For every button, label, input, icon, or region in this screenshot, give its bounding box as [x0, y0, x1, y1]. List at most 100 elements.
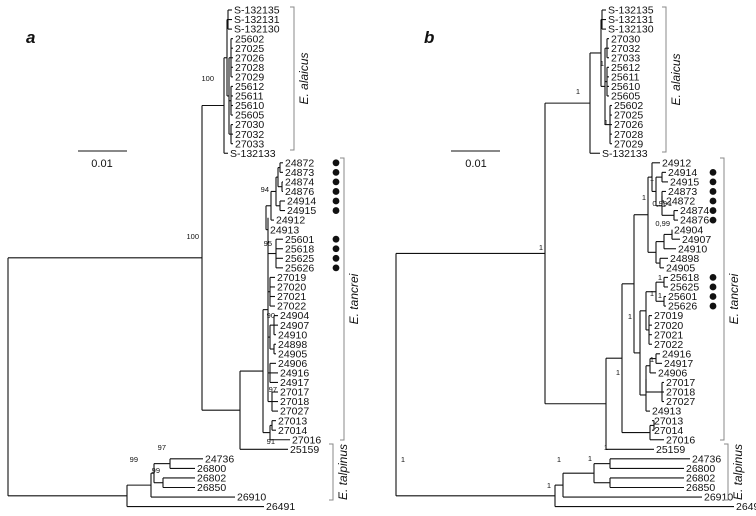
- leaf-label: 27030: [235, 119, 264, 131]
- leaf-label: 26800: [686, 463, 715, 475]
- leaf-label: 24736: [692, 453, 721, 465]
- leaf-label: 24873: [285, 167, 314, 179]
- leaf-label: S-132135: [234, 5, 280, 17]
- support-value: 1: [650, 289, 654, 298]
- marker-dot: [332, 264, 340, 272]
- leaf-label: 27021: [277, 291, 306, 303]
- leaf-label: 24915: [670, 177, 699, 189]
- leaf-label: 27029: [235, 71, 264, 83]
- leaf-label: 27022: [277, 301, 306, 313]
- marker-dot: [709, 293, 717, 300]
- leaf-label: 27014: [278, 425, 307, 437]
- support-value: 1: [401, 455, 405, 464]
- panel-label: a: [26, 28, 35, 47]
- marker-dot: [332, 168, 340, 176]
- leaf-label: 25610: [611, 81, 640, 93]
- panel-label: b: [424, 28, 434, 47]
- support-value: 1: [547, 481, 551, 490]
- leaf-label: 27033: [611, 52, 640, 64]
- leaf-label: 26802: [197, 473, 226, 485]
- marker-dot: [332, 254, 340, 262]
- marker-dot: [332, 159, 340, 167]
- leaf-label: S-132130: [608, 24, 654, 36]
- leaf-label: 27020: [277, 282, 306, 294]
- clade-bracket: [662, 6, 667, 153]
- leaf-label: 27032: [235, 129, 264, 141]
- leaf-label: 27021: [654, 329, 683, 341]
- leaf-label: 26802: [686, 473, 715, 485]
- marker-dot: [709, 216, 717, 224]
- leaf-label: 24905: [278, 348, 307, 360]
- support-value: 97: [158, 443, 166, 452]
- leaf-label: 24905: [666, 262, 695, 274]
- clade-bracket: [724, 443, 729, 501]
- support-value: 1: [576, 87, 580, 96]
- leaf-label: 24906: [278, 358, 307, 370]
- leaf-label: 27019: [277, 272, 306, 284]
- marker-dot: [709, 283, 717, 291]
- leaf-label: 24916: [280, 368, 309, 380]
- support-value: 1: [668, 199, 672, 208]
- leaf-label: S-132135: [608, 5, 654, 17]
- support-value: 1: [604, 118, 608, 127]
- leaf-label: 26491: [736, 501, 756, 511]
- leaf-label: 24914: [668, 167, 697, 179]
- leaf-label: 25611: [611, 71, 640, 83]
- leaf-label: 27025: [614, 110, 643, 122]
- clade-label: E. alaicus: [669, 53, 683, 105]
- leaf-label: 26850: [197, 482, 226, 494]
- leaf-label: 24910: [278, 329, 307, 341]
- leaf-label: 24907: [682, 234, 711, 246]
- leaf-label: 25605: [611, 91, 640, 103]
- marker-dot: [332, 245, 340, 253]
- leaf-label: 26850: [686, 482, 715, 494]
- leaf-label: 24907: [280, 320, 309, 332]
- leaf-label: 24915: [287, 205, 316, 217]
- leaf-label: 25605: [235, 110, 264, 122]
- support-value: 97: [269, 385, 277, 394]
- marker-dot: [332, 178, 340, 186]
- leaf-label: 24898: [278, 339, 307, 351]
- leaf-label: 24917: [664, 358, 693, 370]
- leaf-label: 25601: [285, 234, 314, 246]
- leaf-label: 24913: [270, 224, 299, 236]
- support-value: 0,99: [652, 199, 667, 208]
- support-value: 0,99: [655, 219, 670, 228]
- marker-dot: [332, 188, 340, 195]
- leaf-label: 25626: [285, 262, 314, 274]
- leaf-label: 27022: [654, 339, 683, 351]
- support-value: 1: [650, 355, 654, 364]
- leaf-label: 27030: [611, 33, 640, 45]
- leaf-label: 27028: [614, 129, 643, 141]
- leaf-label: 26910: [237, 492, 266, 504]
- leaf-label: 27013: [278, 415, 307, 427]
- support-value: 94: [261, 185, 269, 194]
- marker-dot: [332, 197, 340, 205]
- leaf-label: 27025: [235, 43, 264, 55]
- marker-dot: [332, 207, 340, 214]
- leaf-label: 27014: [654, 425, 683, 437]
- support-value: 100: [186, 232, 199, 241]
- leaf-label: 27027: [280, 406, 309, 418]
- leaf-label: 24912: [276, 215, 305, 227]
- leaf-label: 24917: [280, 377, 309, 389]
- leaf-label: S-132131: [608, 14, 654, 26]
- clade-label: E. talpinus: [336, 444, 350, 500]
- leaf-label: 24874: [285, 177, 314, 189]
- leaf-label: 25626: [668, 301, 697, 313]
- clade-label: E. tancrei: [727, 273, 741, 324]
- leaf-label: 27026: [614, 119, 643, 131]
- leaf-label: 24912: [662, 157, 691, 169]
- leaf-label: S-132133: [602, 148, 648, 160]
- leaf-label: 26491: [266, 501, 295, 511]
- leaf-label: 27033: [235, 138, 264, 150]
- leaf-label: 24898: [670, 253, 699, 265]
- support-value: 1: [658, 273, 662, 282]
- leaf-label: 24872: [666, 196, 695, 208]
- support-value: 90: [267, 311, 275, 320]
- marker-dot: [709, 168, 717, 176]
- leaf-label: 27013: [654, 415, 683, 427]
- support-value: 1: [628, 312, 632, 321]
- leaf-label: 26800: [197, 463, 226, 475]
